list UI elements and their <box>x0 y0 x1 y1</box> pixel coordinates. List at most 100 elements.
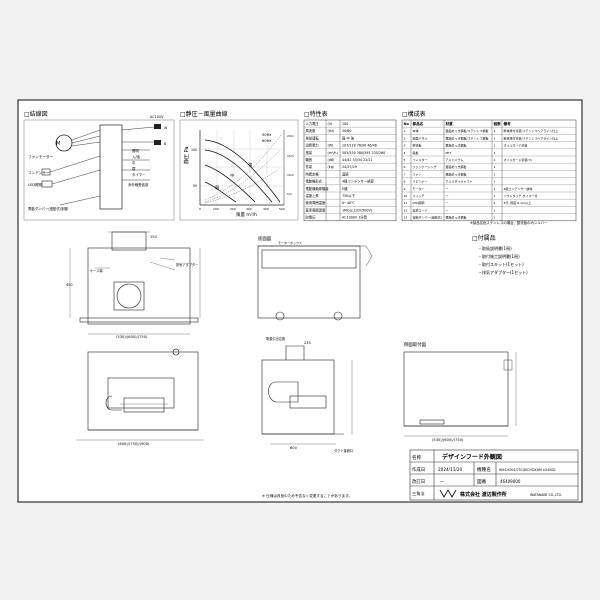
spec-cell: 24/27/29 <box>342 165 357 169</box>
parts-cell: ー <box>446 208 449 212</box>
curve-mid-label: 中 <box>230 172 234 179</box>
spec-cell: 周波数 <box>306 128 317 133</box>
parts-header-cell: 材質 <box>445 121 454 126</box>
spec-cell: 質量 <box>306 164 313 169</box>
parts-cell: 10 <box>404 194 408 198</box>
parts-cell: スイッチ <box>413 193 425 198</box>
spec-cell: 入力電圧 <box>306 121 320 126</box>
spec-cell: 温度上昇 <box>306 193 320 198</box>
parts-cell: 粉体焼付塗装/ステンレスヘアライン仕上 <box>504 128 559 133</box>
parts-cell: 前面パネル <box>413 135 428 140</box>
parts-header-cell: 備考 <box>504 121 512 126</box>
top-view <box>69 231 201 335</box>
bottom-view-label: 底面図 <box>258 235 272 242</box>
parts-note: ※製品名色ステンレスの場合、整流板のみシルバー <box>470 220 548 225</box>
spec-cell: E種 <box>342 186 348 191</box>
spec-cell: 100 <box>342 122 348 126</box>
curve-xlabel: 風量 m³/h <box>236 211 257 218</box>
revised-label: 改訂日 <box>412 478 425 485</box>
parts-cell: ー <box>446 201 449 205</box>
parts-cell: 粉体焼付塗装/ステンレスヘアライン仕上 <box>504 135 559 140</box>
spec-cell: (dB) <box>328 158 335 162</box>
spec-cell: 505/530 380/395 235/260 <box>342 151 385 155</box>
parts-cell: 6 <box>404 165 406 169</box>
parts-cell: 4極コンデンサー誘導 <box>504 186 533 191</box>
dim-side-width: (530)/(600)/(750) <box>432 438 464 442</box>
wiring-label-mid: 中 <box>132 160 136 165</box>
callout-cord: 電源引出位置 <box>266 336 285 341</box>
spec-cell: 連続 <box>342 171 349 176</box>
created-label: 作成日 <box>412 466 425 473</box>
parts-cell: 銘板 <box>413 150 419 155</box>
accessory-item: ・排気アダプター(1セット) <box>478 269 528 275</box>
accessory-item: ・取付施工説明書(1冊) <box>478 253 520 259</box>
spec-cell: 時間定格 <box>306 171 320 176</box>
curve-rtick-20: 20m <box>287 134 294 138</box>
curve-xtick-4: 400 <box>263 207 269 211</box>
parts-cell: LED照明 <box>413 201 425 205</box>
model-label: 機種名 <box>477 466 491 473</box>
curve-xtick-1: 100 <box>213 207 219 211</box>
parts-cell: 2 <box>404 136 406 140</box>
spec-cell: 消費電力 <box>306 143 319 148</box>
spec-cell: (W) <box>328 144 334 148</box>
parts-cell: 13 <box>404 216 408 220</box>
parts-cell: 整流板 <box>413 143 422 148</box>
spec-cell: 騒音 <box>306 157 313 162</box>
dim-depth: 600 <box>290 446 298 450</box>
parts-cell: ソフトタッチ タイマー付 <box>504 193 538 198</box>
callout-exhaust: 排気アダプター <box>176 262 198 267</box>
spec-cell: (kg) <box>328 165 335 169</box>
curve-50hz-label: 50Hz <box>262 133 271 137</box>
curve-xtick-5: 500 <box>279 207 285 211</box>
power-label: AC100V <box>150 115 164 119</box>
curve-mid <box>204 164 256 203</box>
parts-cell: 7 <box>404 172 406 176</box>
spec-title: □特性表 <box>304 110 328 118</box>
spec-cell: 風量運転 <box>306 135 320 140</box>
curve-xtick-0: 0 <box>199 207 201 211</box>
parts-cell: 1 <box>494 216 496 220</box>
spec-cell: 電動機絶縁階級 <box>306 186 330 191</box>
capacitor-label: コンデンサー <box>28 170 50 175</box>
dim-235: 235 <box>304 341 311 345</box>
parts-cell: ー <box>446 194 449 198</box>
parts-title: □構成表 <box>402 110 426 118</box>
spec-cell: 耐電圧 <box>306 215 317 220</box>
spec-cell: 107/118 76/90 46/46 <box>342 144 377 148</box>
dim-150: 150 <box>150 235 158 239</box>
parts-cell: 3 <box>404 144 406 148</box>
sheet-border <box>17 99 583 503</box>
parts-cell: 1 <box>494 187 496 191</box>
company-name: 株式会社 渡辺製作所 <box>460 491 507 498</box>
wiring-label-ir: 赤外線受信部 <box>128 182 149 187</box>
wiring-label-timer: タイマー <box>132 172 146 177</box>
parts-cell: 電源コード <box>413 207 428 212</box>
model-name: WXS-K901/751/601YDXHM LD450D <box>499 468 556 472</box>
created-date: 2024/11/20 <box>438 467 462 472</box>
parts-cell: 4 <box>404 151 406 155</box>
accessory-item: ・取付スキット(1セット) <box>478 261 524 267</box>
curve-strong-50hz <box>204 149 273 203</box>
fan-motor-label: ファンモーター <box>28 154 54 159</box>
footnote: ※ 仕様は改良のため予告なく変更することがあります。 <box>262 493 352 498</box>
parts-header-cell: 部品名 <box>413 121 424 126</box>
spec-cell: 風量 <box>306 150 313 155</box>
callout-duct: ダクト接続口 <box>334 448 353 453</box>
spec-cell: 基準周囲温度 <box>306 207 326 212</box>
parts-cell: アルミダイキャスト <box>446 179 473 184</box>
spec-cell: 50/60 <box>342 129 352 133</box>
callout-motor-box: モーターボックス <box>278 240 302 245</box>
side-mount-view <box>403 351 517 437</box>
spec-cell: 75K以下 <box>342 194 356 198</box>
parts-cell: 1 <box>494 129 496 133</box>
pressure-curve-section: □静圧－風量曲線 静圧 Pa 風量 m³/h 50Hz 60Hz <box>179 110 299 221</box>
parts-cell: 1 <box>494 208 496 212</box>
led-label: LED照明 <box>28 182 43 187</box>
parts-cell: 12 <box>404 208 408 212</box>
spec-cell: (Hz) <box>328 129 335 133</box>
terminal-w: W <box>164 126 168 130</box>
parts-cell: 亜鉛めっき鋼板 <box>446 215 467 220</box>
